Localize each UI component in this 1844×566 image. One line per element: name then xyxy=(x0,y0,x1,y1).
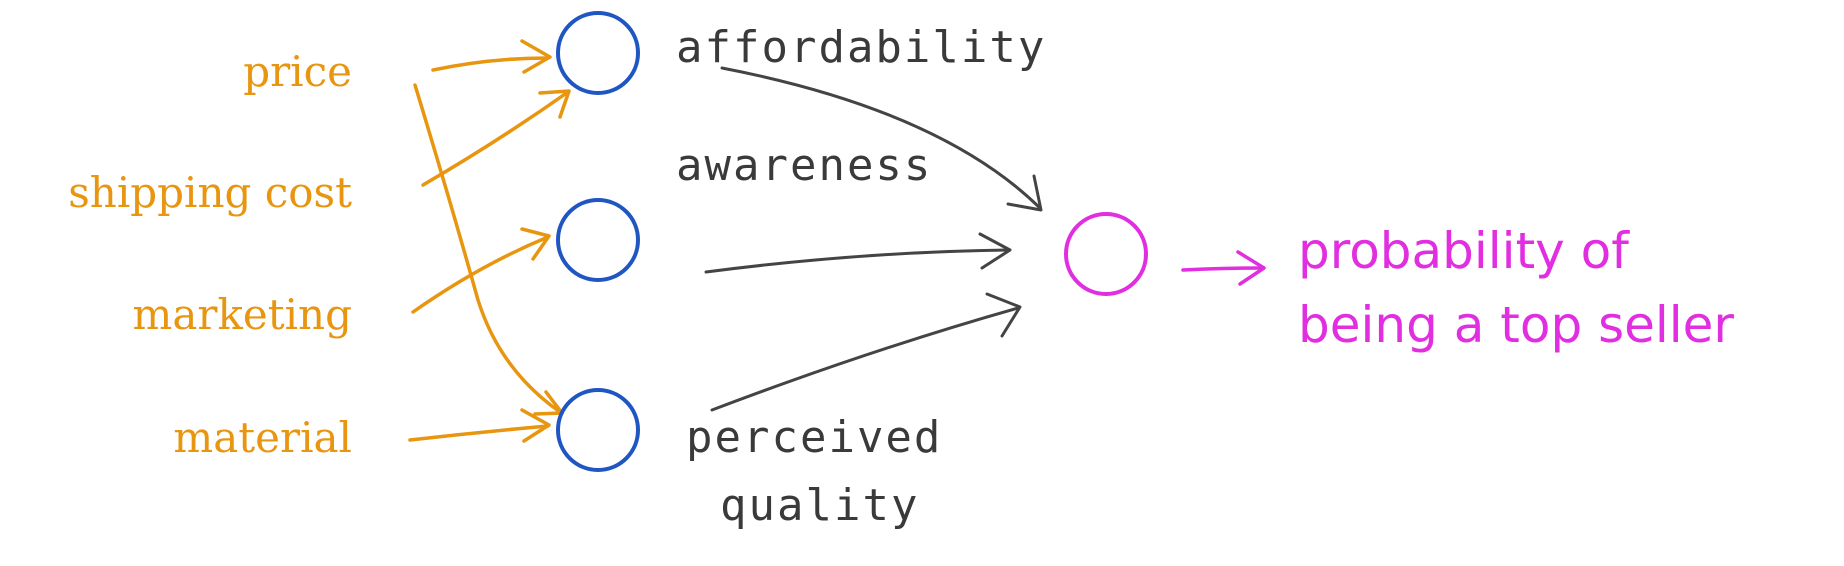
arrow-awareness-to-output xyxy=(704,232,1012,274)
hidden-label-affordability: affordability xyxy=(676,22,1046,73)
output-label-line-2: being a top seller xyxy=(1298,296,1734,354)
input-label-material: material xyxy=(173,413,352,462)
hidden-label-awareness: awareness xyxy=(676,140,932,191)
arrow-shipping-to-affordability xyxy=(421,89,571,187)
input-label-price: price xyxy=(243,47,352,96)
hidden-node-perceived-quality xyxy=(556,388,640,472)
arrow-perceived-quality-to-output xyxy=(710,292,1022,412)
input-label-marketing: marketing xyxy=(133,290,353,339)
hidden-node-awareness xyxy=(556,198,640,282)
arrow-price-to-affordability xyxy=(431,39,552,74)
arrow-affordability-to-output xyxy=(720,66,1043,212)
input-label-shipping-cost: shipping cost xyxy=(68,168,352,217)
hidden-node-affordability xyxy=(556,11,640,95)
hidden-label-quality: quality xyxy=(720,480,919,531)
hidden-label-perceived: perceived xyxy=(686,412,942,463)
arrow-material-to-perceived-quality xyxy=(408,408,551,443)
output-node xyxy=(1064,212,1148,296)
arrow-marketing-to-awareness xyxy=(411,227,551,314)
output-label-line-1: probability of xyxy=(1298,222,1630,280)
arrow-output-to-label xyxy=(1181,250,1266,286)
